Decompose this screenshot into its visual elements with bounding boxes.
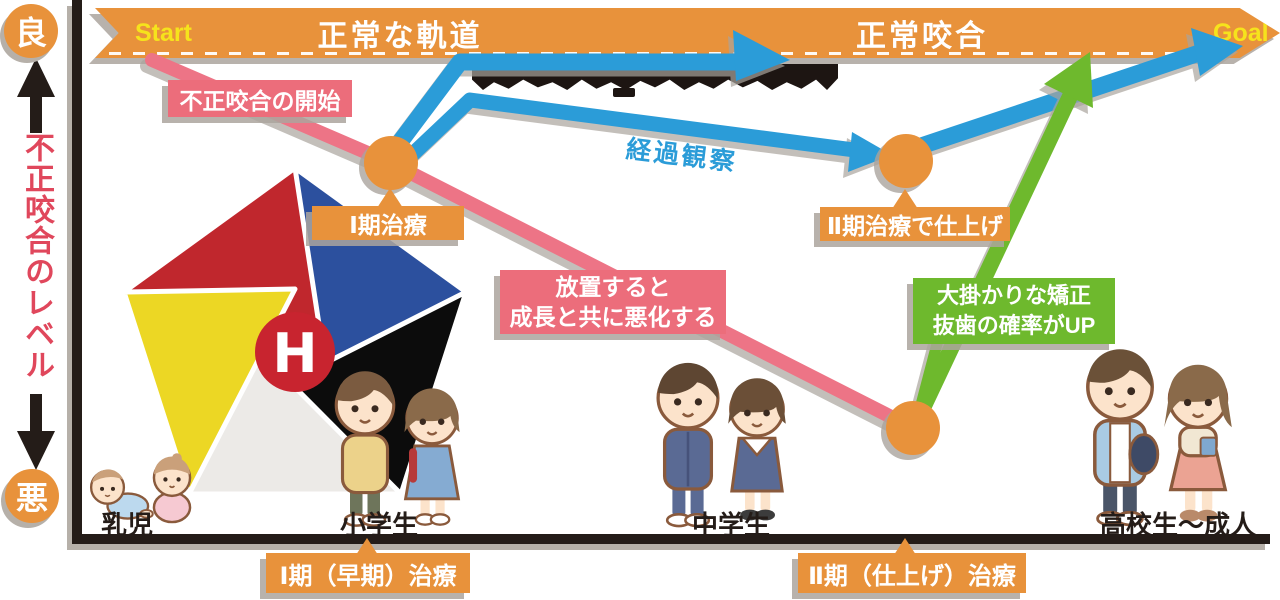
major-orthodontics-label: 大掛かりな矯正 抜歯の確率がUP: [913, 278, 1115, 344]
phase1-node-circle: [364, 136, 418, 190]
up-arrow: [17, 58, 55, 133]
neglect-warning-label: 放置すると 成長と共に悪化する: [500, 270, 726, 334]
logo-letter: H: [272, 322, 317, 385]
obscured-caption-fragment: [613, 88, 635, 97]
baby-sitting: [152, 453, 192, 524]
good-scale-badge: 良: [4, 4, 58, 58]
normal-occlusion-title: 正常咬合: [856, 20, 988, 53]
phase1-early-treatment-text: Ⅰ期（早期）治療: [279, 562, 457, 590]
green-arrowhead: [1044, 52, 1093, 108]
age-label-high-school-adult: 高校生～成人: [1100, 511, 1257, 534]
good-scale-label: 良: [14, 15, 47, 51]
age-label-infant: 乳児: [101, 511, 154, 534]
malocclusion-start-text: 不正咬合の開始: [179, 87, 341, 114]
phase2-node-pointer: [892, 189, 918, 209]
x-axis-line: [72, 534, 1270, 544]
neglect-warning-line2: 成長と共に悪化する: [509, 304, 717, 330]
start-label: Start: [135, 18, 192, 47]
bad-scale-badge: 悪: [5, 469, 59, 523]
down-arrow: [17, 394, 55, 470]
phase1-node-pointer: [377, 188, 403, 208]
young-adult-woman: [1164, 364, 1232, 522]
major-orthodontics-line2: 抜歯の確率がUP: [932, 313, 1096, 338]
normal-track-title: 正常な軌道: [317, 20, 483, 53]
junior-high-girl: [728, 378, 786, 521]
phase2-finishing-treatment-label: Ⅱ期（仕上げ）治療: [798, 553, 1026, 593]
treatment-nodes: [364, 134, 940, 455]
logo-center-circle: [255, 312, 335, 392]
age-label-junior-high: 中学生: [692, 511, 771, 534]
phase1-early-treatment-label: Ⅰ期（早期）治療: [266, 553, 470, 593]
phase2-finishing-treatment-text: Ⅱ期（仕上げ）治療: [808, 562, 1016, 590]
blue-arrowhead-2: [848, 132, 892, 172]
phase1-treatment-label: Ⅰ期治療: [312, 206, 464, 240]
y-axis-line: [72, 0, 82, 544]
malocclusion-start-label: 不正咬合の開始: [168, 80, 352, 117]
elementary-girl: [403, 388, 461, 526]
elementary-boy: [334, 371, 396, 527]
baby-crawling: [89, 469, 154, 520]
logo-yellow-triangle: [121, 286, 298, 497]
major-orthodontics-line1: 大掛かりな矯正: [936, 283, 1091, 308]
neglect-warning-line1: 放置すると: [555, 274, 671, 300]
young-adult-man: [1086, 349, 1160, 527]
phase2-treatment-label: Ⅱ期治療で仕上げ: [820, 207, 1010, 241]
y-axis-title: 不正咬合のレベル: [20, 132, 53, 380]
phase1-treatment-text: Ⅰ期治療: [349, 212, 427, 238]
age-label-elementary: 小学生: [340, 511, 419, 534]
phase2-treatment-text: Ⅱ期治療で仕上げ: [826, 213, 1004, 239]
blue-arrowhead-3: [1191, 28, 1243, 76]
blue-progress-arrows: [387, 28, 1243, 174]
bad-scale-label: 悪: [15, 480, 48, 516]
neglect-node-circle: [886, 401, 940, 455]
blue-arrowhead-1: [733, 30, 790, 81]
observation-label: 経過観察: [624, 135, 740, 177]
junior-high-boy: [656, 362, 720, 528]
phase2-node-circle: [879, 134, 933, 188]
